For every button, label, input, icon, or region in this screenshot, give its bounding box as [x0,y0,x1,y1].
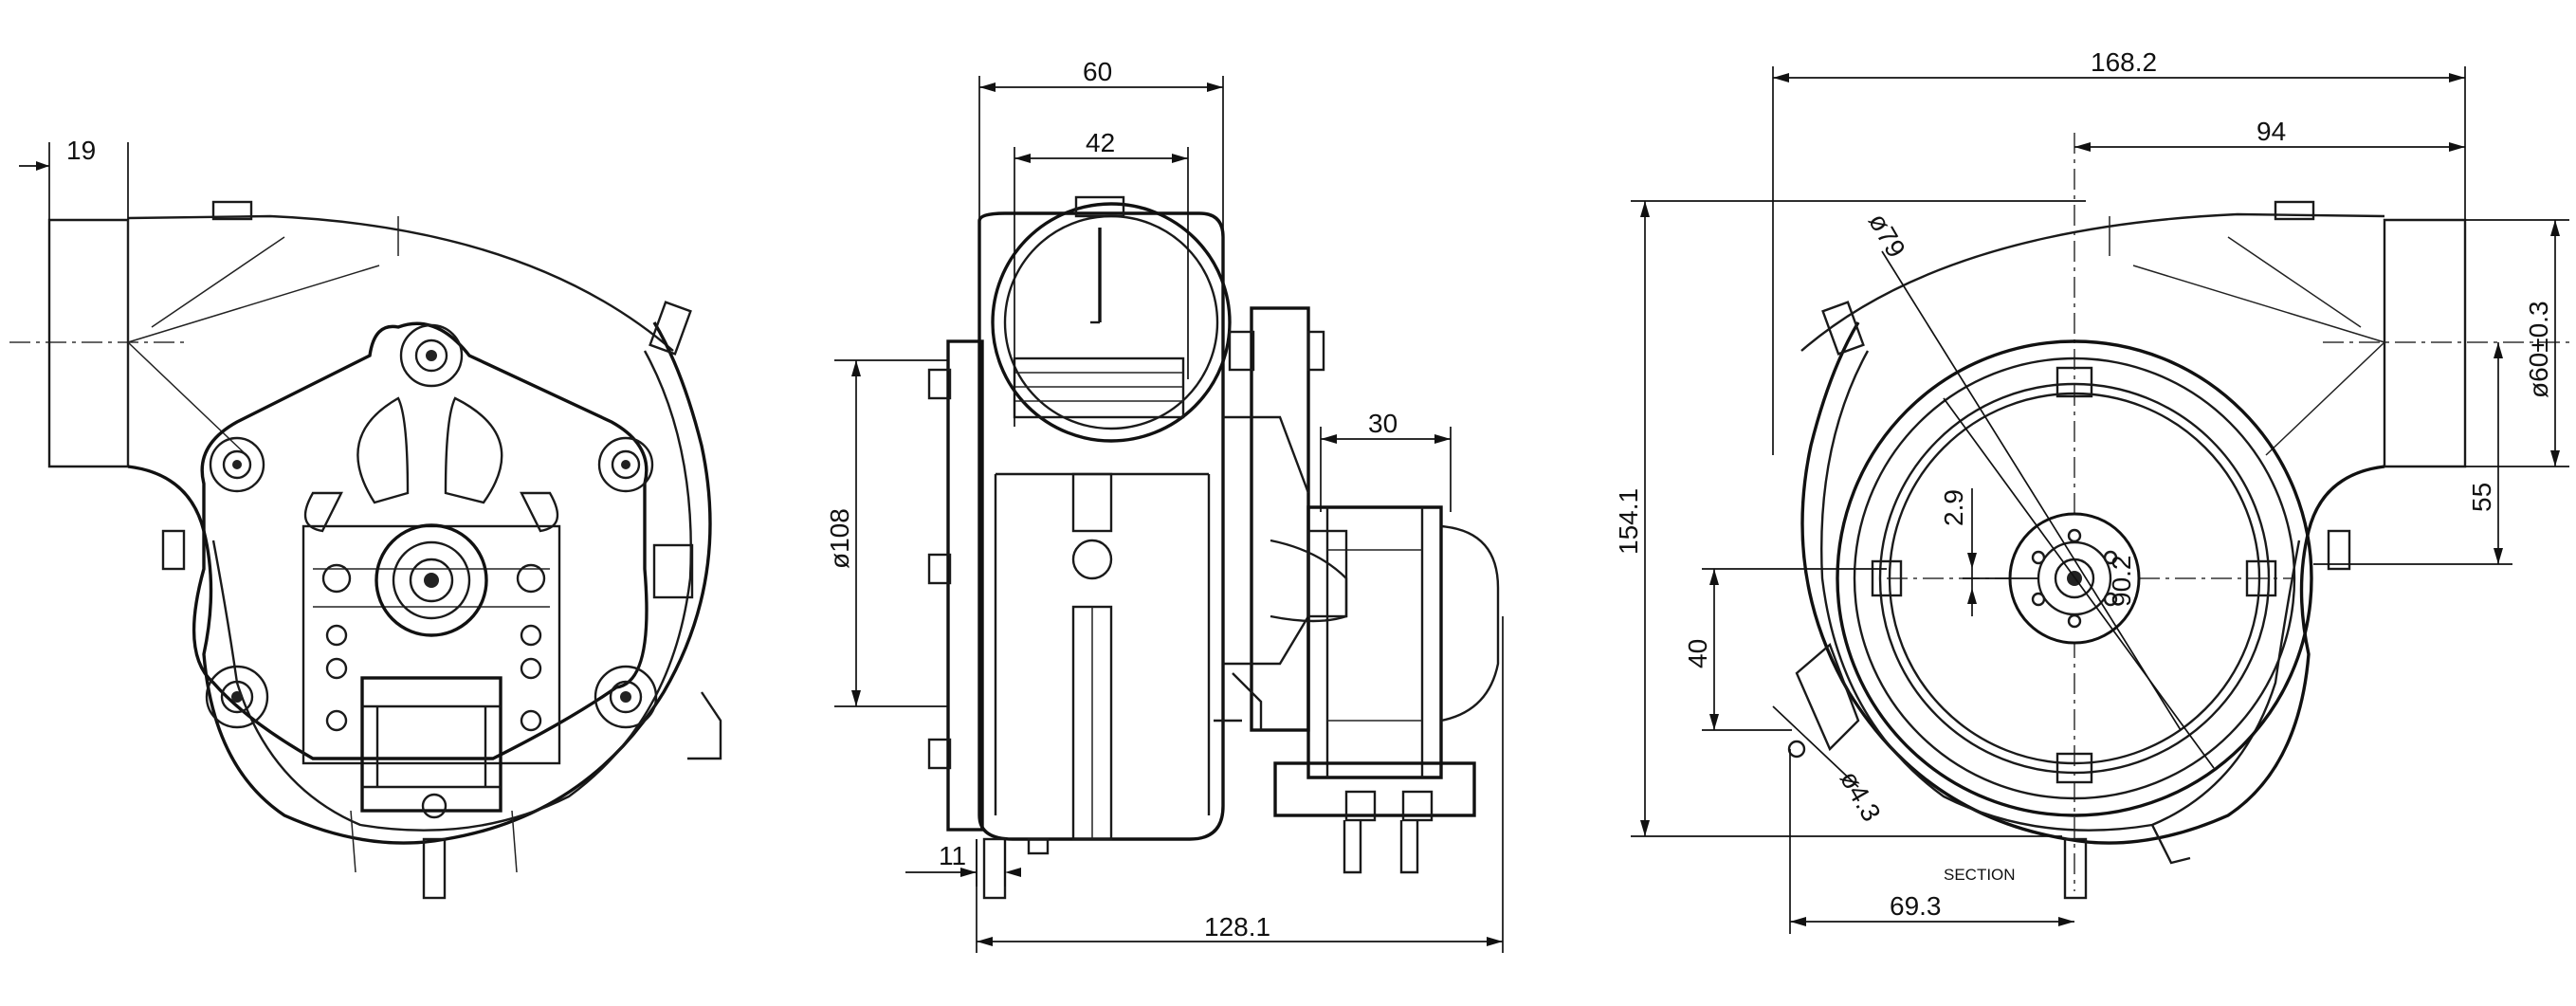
side-bottom-stub [982,837,1007,900]
dim-label-11: 11 [939,841,966,870]
motor-mount-frame [192,321,649,760]
housing-top-edge [127,214,674,352]
front-view-inlet-side: 168.2 94 ø79 154.1 ø60±0.3 [1614,47,2569,934]
motor-hub [375,523,488,637]
side-top-tab [1074,195,1125,218]
blower-housing-side [977,211,1225,841]
dim-label-40: 40 [1683,639,1712,668]
dim-label-60-tol: ø60±0.3 [2524,301,2553,398]
mounting-plate [946,339,984,832]
dim-label-69-3: 69.3 [1890,891,1942,921]
dim-label-154-1: 154.1 [1614,488,1643,555]
dimension-69-3: 69.3 [1789,749,2074,934]
dim-label-55: 55 [2467,483,2496,512]
dimension-19: 19 [19,136,129,220]
dim-label-128-1: 128.1 [1204,912,1270,942]
dim-label-168-2: 168.2 [2091,47,2157,77]
dimension-94: 94 [2074,117,2465,152]
dim-label-108: ø108 [825,508,854,569]
dim-label-42: 42 [1086,128,1115,157]
dimension-108: ø108 [825,359,948,707]
dimension-2-9: 2.9 [1939,488,2038,616]
dimension-60-tol: ø60±0.3 [2465,219,2569,467]
dim-label-90-2: 90.2 [2107,556,2136,608]
dim-label-60: 60 [1083,57,1112,86]
mount-screw-bottom-left [205,665,269,729]
dimension-55: 55 [2313,342,2512,565]
scroll-diameter-leader [1881,250,2182,731]
mount-screw-bottom-right [594,665,658,729]
top-tab [211,200,253,221]
outlet-pipe [47,218,130,468]
inlet-ring [991,202,1232,443]
motor-flange [1250,306,1310,732]
dimension-11: 11 [905,839,1021,887]
dim-label-19: 19 [66,136,96,165]
dimension-40: 40 [1683,568,1887,731]
motor-body [1306,505,1443,779]
dim-label-79: ø79 [1863,209,1911,263]
scroll-ring-outer [1836,339,2313,817]
mounting-tab [1795,642,1860,752]
dim-label-4-3: ø4.3 [1835,766,1887,827]
terminal-block [652,543,694,599]
dimension-42: 42 [1014,128,1189,427]
mounting-hole [1787,740,1806,759]
side-tab-left [161,529,186,571]
bottom-shaft-stub [422,837,447,900]
dimension-128-1: 128.1 [976,616,1504,953]
volute-outline-right [1800,321,2385,845]
dimension-154-1: 154.1 [1614,200,2086,837]
outlet-pipe-right [2383,218,2467,468]
dim-label-2-9: 2.9 [1939,489,1968,526]
mount-screw-top [399,323,464,388]
mount-screw-right [597,436,654,493]
dimension-168-2: 168.2 [1772,47,2466,455]
dimension-30: 30 [1320,409,1452,512]
side-tab-upper [649,301,692,356]
dimension-60: 60 [978,57,1224,237]
dim-label-30: 30 [1368,409,1398,438]
section-label: SECTION [1944,866,2016,884]
side-view: 60 42 30 ø108 [825,57,1504,953]
impeller-ring [1878,382,2271,775]
volute-outline [127,321,712,845]
motor-coil [360,676,502,813]
front-view-motor-side: 19 [9,136,722,900]
dim-label-94: 94 [2256,117,2286,146]
mount-screw-left [209,436,265,493]
